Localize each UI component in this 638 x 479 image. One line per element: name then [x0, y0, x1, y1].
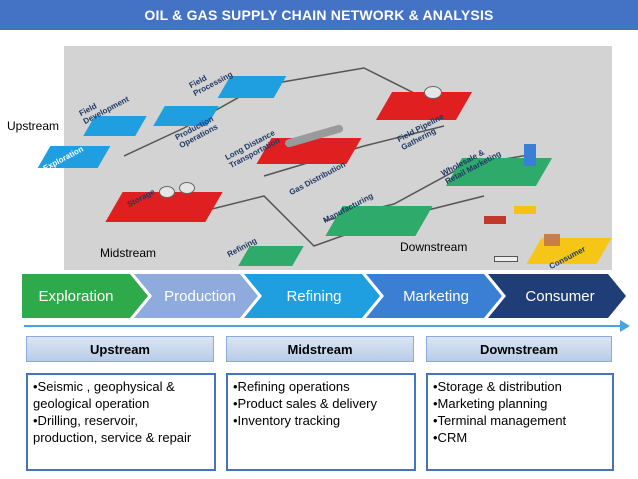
upstream-item: •Drilling, reservoir, production, servic…: [33, 413, 192, 445]
airplane-icon: [494, 256, 518, 262]
building-icon: [524, 144, 536, 166]
downstream-item: •Marketing planning: [433, 396, 548, 411]
downstream-details: •Storage & distribution •Marketing plann…: [426, 373, 614, 471]
upstream-details: •Seismic , geophysical & geological oper…: [26, 373, 216, 471]
truck-icon: [514, 206, 536, 214]
house-icon: [544, 234, 560, 246]
title-bar: OIL & GAS SUPPLY CHAIN NETWORK & ANALYSI…: [0, 0, 638, 30]
upstream-item: •Seismic , geophysical & geological oper…: [33, 379, 175, 411]
chevron-production-shape: [134, 274, 258, 318]
chevron-exploration-shape: [22, 274, 148, 318]
downstream-item: •Storage & distribution: [433, 379, 562, 394]
midstream-item: •Refining operations: [233, 379, 350, 394]
field-pipeline-gathering-tile: [375, 92, 473, 120]
truck-icon: [484, 216, 506, 224]
chevron-refining: Refining: [250, 274, 366, 318]
midstream-details: •Refining operations •Product sales & de…: [226, 373, 416, 471]
chevron-exploration-label: Exploration: [38, 287, 114, 305]
oil-tank-icon: [179, 182, 195, 194]
chevron-marketing-shape: [366, 274, 502, 318]
upstream-stage-label: Upstream: [5, 118, 62, 134]
chevron-refining-label: Refining: [286, 287, 342, 305]
midstream-header: Midstream: [226, 336, 414, 362]
chevron-marketing: Marketing: [372, 274, 488, 318]
chevron-exploration: Exploration: [22, 274, 130, 318]
midstream-stage-label: Midstream: [100, 246, 157, 260]
downstream-item: •Terminal management: [433, 413, 567, 428]
oil-tank-icon: [159, 186, 175, 198]
downstream-item: •CRM: [433, 430, 468, 445]
flow-arrow-line: [24, 325, 622, 327]
flow-arrow-head: [620, 320, 630, 332]
downstream-header: Downstream: [426, 336, 612, 362]
upstream-header: Upstream: [26, 336, 214, 362]
midstream-item: •Product sales & delivery: [233, 396, 378, 411]
supply-chain-diagram: Exploration Field Development Production…: [37, 46, 612, 271]
chevron-production: Production: [140, 274, 248, 318]
chevron-marketing-label: Marketing: [403, 287, 469, 305]
midstream-item: •Inventory tracking: [233, 413, 341, 428]
chevron-refining-shape: [244, 274, 380, 318]
page-title: OIL & GAS SUPPLY CHAIN NETWORK & ANALYSI…: [144, 7, 494, 23]
chevron-consumer-shape: [488, 274, 626, 318]
chevron-consumer: Consumer: [494, 274, 614, 318]
chevron-shapes: [22, 274, 626, 318]
chevron-consumer-label: Consumer: [525, 287, 595, 305]
chevron-production-label: Production: [164, 287, 236, 305]
oil-tank-icon: [424, 86, 442, 99]
downstream-stage-label: Downstream: [400, 240, 468, 254]
process-chevrons: Exploration Production Refining Marketin…: [22, 274, 626, 318]
